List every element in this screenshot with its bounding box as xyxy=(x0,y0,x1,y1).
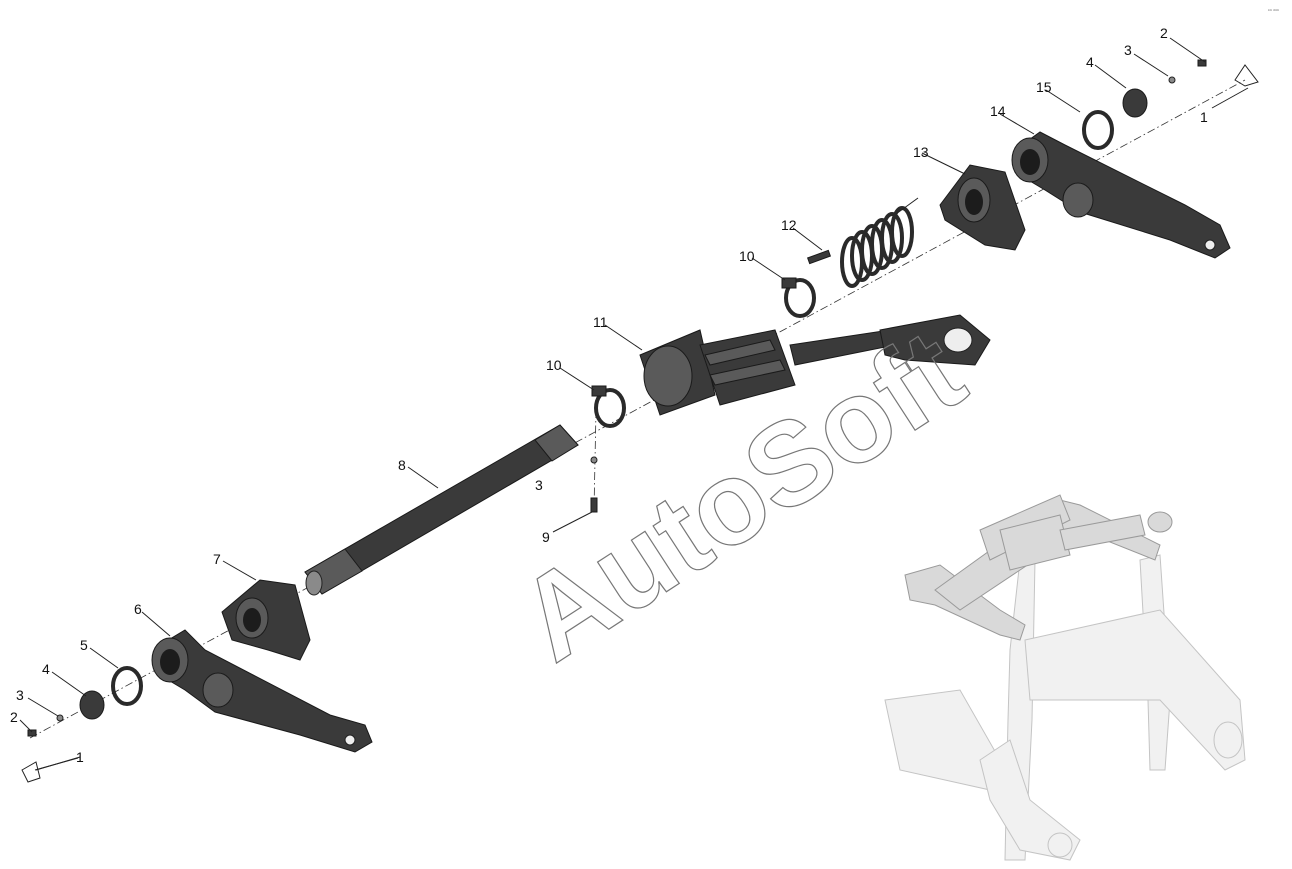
pin-bolt-center xyxy=(590,497,598,513)
lock-pin-right xyxy=(1234,64,1259,87)
callout-4-left: 4 xyxy=(42,661,50,677)
washer-left xyxy=(56,714,64,722)
callout-8: 8 xyxy=(398,457,406,473)
callout-10-upper: 10 xyxy=(739,248,755,264)
cap-disc-left xyxy=(79,690,105,720)
callout-10-lower: 10 xyxy=(546,357,562,373)
clamp-lower xyxy=(591,385,626,428)
callout-12: 12 xyxy=(781,217,797,233)
callout-1-left: 1 xyxy=(76,749,84,765)
torsion-spring xyxy=(840,197,919,288)
cap-disc-right xyxy=(1122,88,1148,118)
callout-4-right: 4 xyxy=(1086,54,1094,70)
callout-2-left: 2 xyxy=(10,709,18,725)
spring-pin xyxy=(806,249,832,265)
callout-3-left: 3 xyxy=(16,687,24,703)
snap-ring-right xyxy=(1082,110,1114,150)
bearing-bracket-right xyxy=(939,164,1026,251)
callout-9: 9 xyxy=(542,529,550,545)
leader-lines xyxy=(19,37,1249,771)
assembly-axis xyxy=(29,79,1246,739)
cross-shaft xyxy=(304,424,579,596)
washer-right xyxy=(1168,76,1176,84)
lock-pin-left xyxy=(21,756,81,783)
pin-left xyxy=(27,729,37,737)
lift-arm-right xyxy=(1011,131,1231,259)
callout-5: 5 xyxy=(80,637,88,653)
callout-15: 15 xyxy=(1036,79,1052,95)
bearing-bracket-left xyxy=(221,579,311,661)
callout-14: 14 xyxy=(990,103,1006,119)
clamp-upper xyxy=(781,277,816,318)
reference-assembly-thumbnail xyxy=(884,494,1246,861)
lift-arm-left xyxy=(151,629,373,753)
callout-2-right: 2 xyxy=(1160,25,1168,41)
callout-6: 6 xyxy=(134,601,142,617)
callout-3-right: 3 xyxy=(1124,42,1132,58)
callout-7: 7 xyxy=(213,551,221,567)
callout-13: 13 xyxy=(913,144,929,160)
pin-right xyxy=(1197,59,1207,67)
snap-ring-left xyxy=(111,666,143,706)
callout-1-right: 1 xyxy=(1200,109,1208,125)
callout-labels: 1 2 3 4 5 6 7 8 3 9 10 11 10 12 13 14 15… xyxy=(10,25,1208,765)
lift-cylinder-assembly xyxy=(639,314,991,416)
callout-3-center: 3 xyxy=(535,477,543,493)
corner-mark: ᵉᵃ ᵃᵃᵃ xyxy=(1268,8,1279,14)
washer-center xyxy=(590,456,598,464)
callout-11: 11 xyxy=(593,314,608,330)
